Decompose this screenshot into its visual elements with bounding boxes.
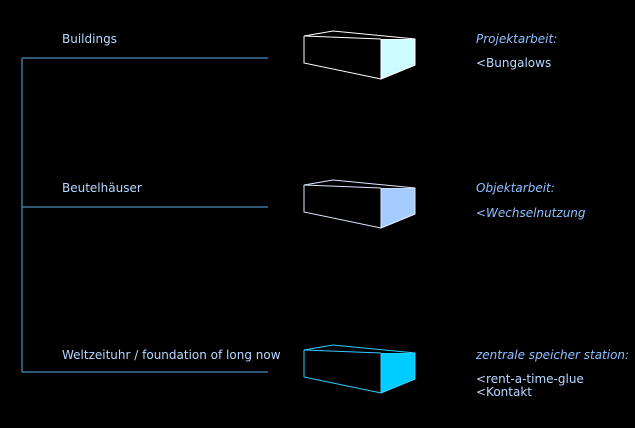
node-label-buildings: Buildings [62,32,117,46]
node-title-zentrale-speicher-station: zentrale speicher station: [476,348,630,362]
node-title-projektarbeit: Projektarbeit: [476,32,558,46]
box-icon-buildings [303,30,416,80]
node-detail-kontakt: <Kontakt [476,385,532,399]
node-detail-wechselnutzung: <Wechselnutzung [476,206,586,220]
node-detail-bungalows: <Bungalows [476,56,552,70]
node-title-objektarbeit: Objektarbeit: [476,181,555,195]
box-icon-beutelhaeuser [303,179,416,229]
node-label-beutelhaeuser: Beutelhäuser [62,181,142,195]
node-label-weltzeituhr: Weltzeituhr / foundation of long now [62,348,281,362]
node-detail-rent-a-time-glue: <rent-a-time-glue [476,372,584,386]
box-icon-weltzeituhr [303,344,416,394]
